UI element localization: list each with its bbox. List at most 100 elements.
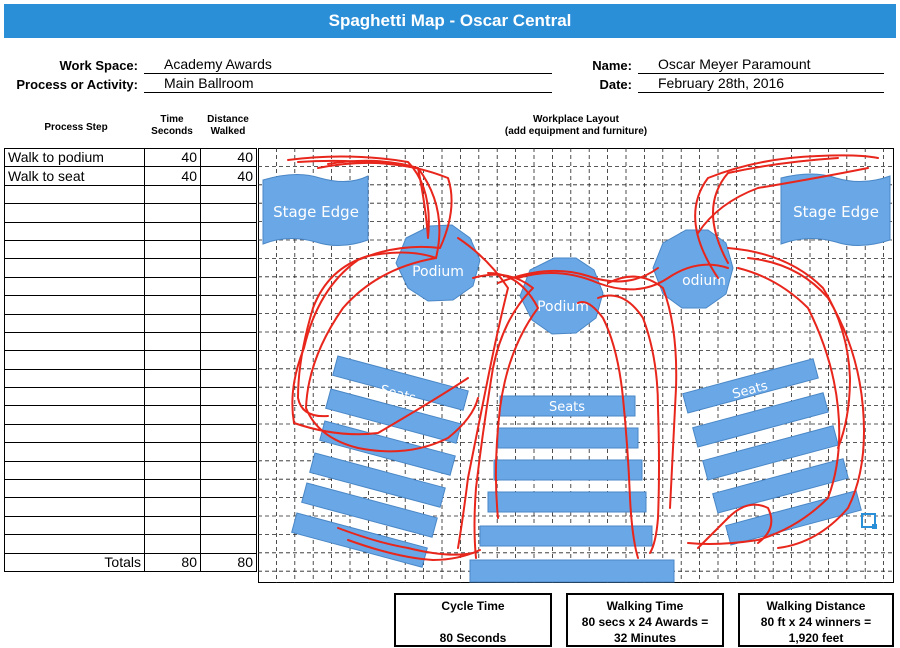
step-time-cell[interactable] <box>144 368 201 389</box>
step-time-cell[interactable] <box>144 221 201 241</box>
totals-distance[interactable]: 80 <box>200 552 257 572</box>
step-name-cell[interactable] <box>4 387 145 407</box>
step-distance-cell[interactable]: 40 <box>200 147 257 168</box>
step-time-cell[interactable] <box>144 497 201 517</box>
step-name-cell[interactable] <box>4 405 145 425</box>
step-name-cell[interactable] <box>4 534 145 554</box>
step-name-cell[interactable]: Walk to seat <box>4 166 145 186</box>
stage-edge-left[interactable] <box>262 174 369 246</box>
podium-right[interactable] <box>652 229 734 309</box>
seat-row[interactable] <box>332 355 469 411</box>
step-time-cell[interactable] <box>144 460 201 481</box>
podium-left[interactable] <box>395 224 481 302</box>
name-field[interactable]: Oscar Meyer Paramount <box>638 56 884 74</box>
walking-path <box>337 527 474 556</box>
seat-row[interactable] <box>682 358 819 414</box>
step-distance-cell[interactable] <box>200 276 257 297</box>
step-time-cell[interactable] <box>144 534 201 554</box>
step-name-cell[interactable] <box>4 258 145 278</box>
step-distance-cell[interactable] <box>200 295 257 315</box>
seat-row[interactable] <box>712 458 849 514</box>
step-name-cell[interactable] <box>4 203 145 223</box>
step-time-cell[interactable] <box>144 184 201 205</box>
seat-row[interactable] <box>497 427 639 449</box>
step-distance-cell[interactable] <box>200 221 257 241</box>
step-name-cell[interactable] <box>4 313 145 333</box>
step-distance-cell[interactable] <box>200 460 257 481</box>
step-name-cell[interactable]: Walk to podium <box>4 147 145 168</box>
step-name-cell[interactable] <box>4 368 145 389</box>
step-time-cell[interactable] <box>144 405 201 425</box>
step-distance-cell[interactable] <box>200 203 257 223</box>
walking-path <box>597 294 660 554</box>
step-name-cell[interactable] <box>4 479 145 499</box>
step-distance-cell[interactable] <box>200 534 257 554</box>
seat-row[interactable] <box>469 559 675 583</box>
step-distance-cell[interactable] <box>200 423 257 444</box>
step-distance-cell[interactable] <box>200 387 257 407</box>
step-name-cell[interactable] <box>4 460 145 481</box>
totals-label[interactable]: Totals <box>4 552 145 572</box>
step-distance-cell[interactable] <box>200 258 257 278</box>
seat-row[interactable] <box>702 425 839 481</box>
step-time-cell[interactable]: 40 <box>144 147 201 168</box>
step-distance-cell[interactable] <box>200 497 257 517</box>
step-name-cell[interactable] <box>4 442 145 462</box>
step-time-cell[interactable] <box>144 479 201 499</box>
step-name-cell[interactable] <box>4 295 145 315</box>
step-time-cell[interactable]: 40 <box>144 166 201 186</box>
step-name-cell[interactable] <box>4 276 145 297</box>
seat-row[interactable] <box>692 392 829 448</box>
step-distance-cell[interactable] <box>200 405 257 425</box>
step-name-cell[interactable] <box>4 184 145 205</box>
step-distance-cell[interactable] <box>200 313 257 333</box>
step-time-cell[interactable] <box>144 387 201 407</box>
seat-row[interactable] <box>309 452 446 508</box>
seat-row[interactable] <box>493 459 643 481</box>
column-header-time: Time Seconds <box>144 114 200 138</box>
seat-row[interactable] <box>725 490 862 546</box>
step-name-cell[interactable] <box>4 331 145 352</box>
step-time-cell[interactable] <box>144 295 201 315</box>
step-time-cell[interactable] <box>144 276 201 297</box>
step-name-cell[interactable] <box>4 221 145 241</box>
seat-row[interactable] <box>301 482 438 538</box>
selection-handle-icon[interactable] <box>861 513 876 528</box>
step-time-cell[interactable] <box>144 423 201 444</box>
step-distance-cell[interactable] <box>200 515 257 536</box>
step-distance-cell[interactable] <box>200 442 257 462</box>
step-distance-cell[interactable] <box>200 331 257 352</box>
step-distance-cell[interactable] <box>200 479 257 499</box>
step-time-cell[interactable] <box>144 258 201 278</box>
step-time-cell[interactable] <box>144 239 201 260</box>
step-distance-cell[interactable] <box>200 368 257 389</box>
step-distance-cell[interactable] <box>200 184 257 205</box>
step-distance-cell[interactable] <box>200 350 257 370</box>
podium-center[interactable] <box>519 257 604 335</box>
seat-row[interactable] <box>479 525 653 547</box>
step-time-cell[interactable] <box>144 313 201 333</box>
step-time-cell[interactable] <box>144 350 201 370</box>
step-time-cell[interactable] <box>144 442 201 462</box>
process-field[interactable]: Main Ballroom <box>144 75 552 93</box>
seat-row[interactable] <box>487 491 647 513</box>
step-name-cell[interactable] <box>4 350 145 370</box>
date-field[interactable]: February 28th, 2016 <box>638 75 884 93</box>
step-name-cell[interactable] <box>4 239 145 260</box>
step-name-cell[interactable] <box>4 423 145 444</box>
workspace-field[interactable]: Academy Awards <box>144 56 552 74</box>
step-distance-cell[interactable]: 40 <box>200 166 257 186</box>
column-header-distance: Distance Walked <box>200 114 256 138</box>
step-distance-cell[interactable] <box>200 239 257 260</box>
walking-time-title: Walking Time <box>606 599 684 613</box>
step-time-cell[interactable] <box>144 331 201 352</box>
step-time-cell[interactable] <box>144 515 201 536</box>
step-time-cell[interactable] <box>144 203 201 223</box>
step-name-cell[interactable] <box>4 497 145 517</box>
totals-time[interactable]: 80 <box>144 552 201 572</box>
stage-edge-right[interactable] <box>780 173 891 246</box>
step-name-cell[interactable] <box>4 515 145 536</box>
